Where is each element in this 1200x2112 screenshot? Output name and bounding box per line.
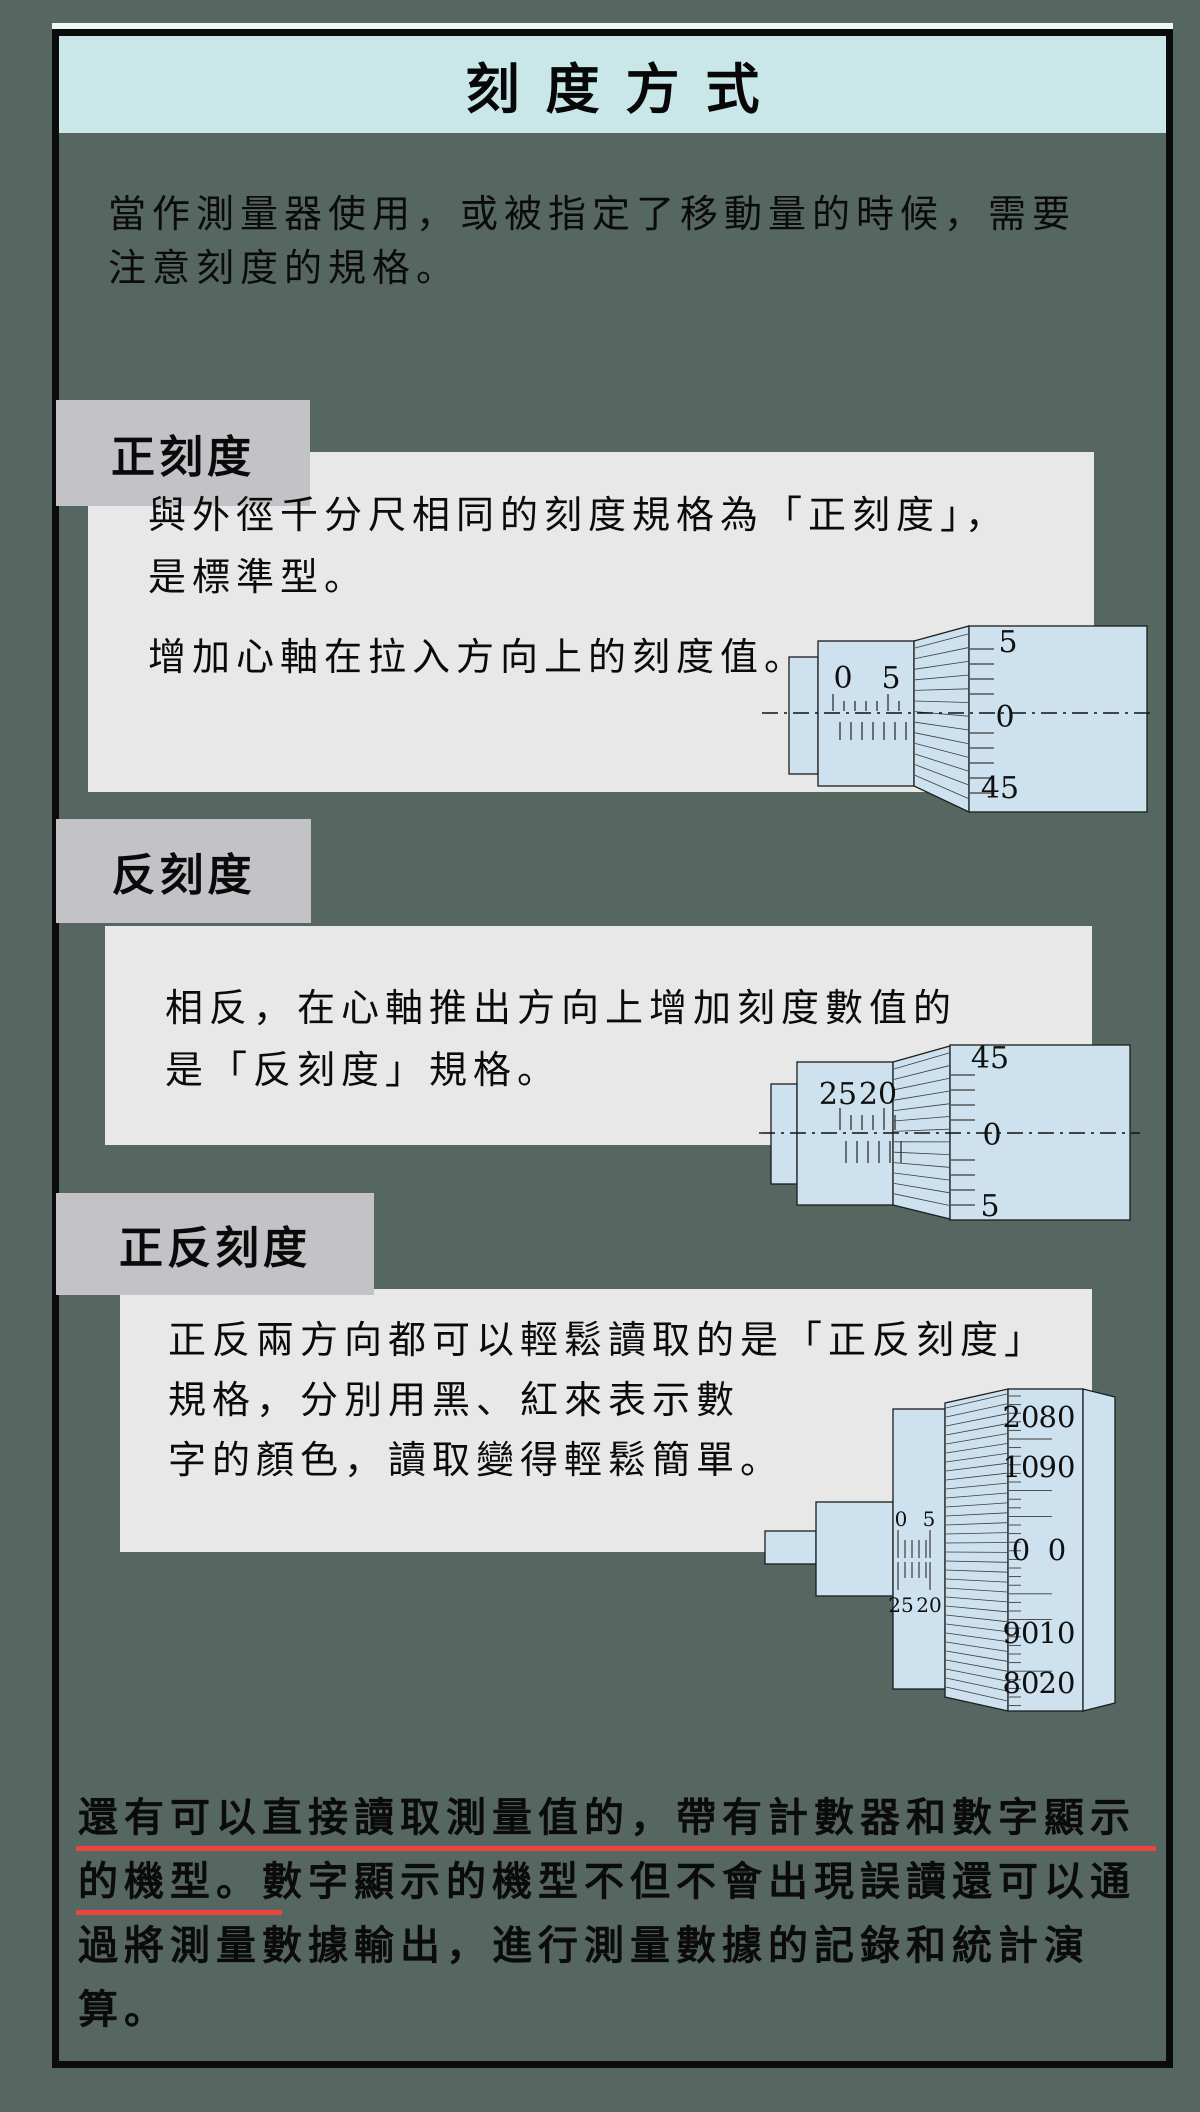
thimble-numeral: 80 [1039, 1400, 1076, 1434]
sleeve-numeral: 20 [859, 1077, 897, 1112]
section-reverse-scale-label: 反刻度 [56, 819, 311, 923]
footer-line: 還有可以直接讀取測量值的，帶有計數器和數字顯示 [78, 1796, 1136, 1840]
section-label-text: 正反刻度 [119, 1224, 311, 1273]
intro-line-1: 當作測量器使用，或被指定了移動量的時候，需要 [108, 194, 1077, 236]
thimble-numeral: 45 [981, 771, 1019, 806]
thimble-numeral: 10 [1003, 1450, 1040, 1484]
sleeve-numeral: 25 [819, 1077, 857, 1112]
section-text-line: 相反，在心軸推出方向上增加刻度數值的 [165, 988, 958, 1030]
thimble-numeral: 45 [971, 1041, 1009, 1076]
footer-line: 過將測量數據輸出，進行測量數據的記錄和統計演 [78, 1924, 1090, 1968]
section-text-line: 是「反刻度」規格。 [165, 1050, 562, 1092]
thimble-numeral-pairs: 20 80 10 90 0 0 90 10 80 20 [1003, 1400, 1076, 1700]
thimble-numeral: 20 [1039, 1666, 1076, 1700]
thimble-numeral: 0 [995, 700, 1014, 735]
section-text-line: 字的顏色，讀取變得輕鬆簡單。 [168, 1440, 785, 1482]
section-label-text: 正刻度 [111, 433, 255, 482]
sleeve-numeral: 5 [881, 661, 900, 696]
section-text-line: 增加心軸在拉入方向上的刻度值。 [148, 637, 809, 679]
red-underline [76, 1846, 1156, 1851]
sleeve-numeral: 5 [923, 1507, 936, 1531]
thimble-numeral: 5 [980, 1189, 999, 1224]
title-bar: 刻度方式 [59, 36, 1166, 133]
red-underline [76, 1910, 282, 1915]
footer-line: 的機型。數字顯示的機型不但不會出現誤讀還可以通 [78, 1860, 1136, 1904]
thimble-numeral: 5 [998, 625, 1017, 660]
section-dual-scale-label: 正反刻度 [56, 1193, 374, 1295]
section-label-text: 反刻度 [111, 851, 256, 900]
sleeve-numeral: 20 [916, 1593, 941, 1617]
page-frame [52, 29, 1173, 2068]
scale-tick-marks [897, 1393, 1052, 1707]
section-text-line: 是標準型。 [148, 557, 369, 599]
thimble-numeral: 10 [1039, 1616, 1076, 1650]
page-title: 刻度方式 [465, 60, 786, 120]
section-text-line: 規格，分別用黑、紅來表示數 [168, 1380, 741, 1422]
thimble-numeral: 0 [982, 1118, 1001, 1153]
thimble-numeral: 0 [1012, 1533, 1030, 1567]
scale-numerals: 0 5 5 0 45 [833, 625, 1019, 806]
thimble-numeral: 90 [1039, 1450, 1076, 1484]
scale-numerals: 25 20 45 0 5 [819, 1041, 1009, 1224]
frame-top-highlight [52, 23, 1173, 29]
thimble-numeral: 90 [1003, 1616, 1040, 1650]
intro-line-2: 注意刻度的規格。 [108, 248, 461, 290]
section-normal-scale-label: 正刻度 [56, 400, 310, 506]
scale-tick-marks [839, 1052, 975, 1206]
section-text-line: 正反兩方向都可以輕鬆讀取的是「正反刻度」 [168, 1320, 1049, 1362]
footer-line: 算。 [78, 1988, 170, 2032]
thimble-numeral: 20 [1003, 1400, 1040, 1434]
thimble-numeral: 80 [1003, 1666, 1040, 1700]
section-text-line: 與外徑千分尺相同的刻度規格為「正刻度」， [148, 495, 1010, 537]
sleeve-numeral: 0 [833, 661, 852, 696]
micrometer-body [788, 625, 1148, 814]
reverse-scale-micrometer-illustration: 25 20 45 0 5 [759, 1041, 1140, 1224]
thimble-numeral: 0 [1048, 1533, 1066, 1567]
dual-scale-micrometer-illustration: 0 5 25 20 20 80 10 90 0 0 90 10 80 20 [764, 1388, 1116, 1712]
sleeve-numeral: 0 [895, 1507, 908, 1531]
normal-scale-micrometer-illustration: 0 5 5 0 45 [762, 625, 1153, 814]
sleeve-numerals: 0 5 25 20 [888, 1507, 941, 1617]
sleeve-numeral: 25 [888, 1593, 913, 1617]
